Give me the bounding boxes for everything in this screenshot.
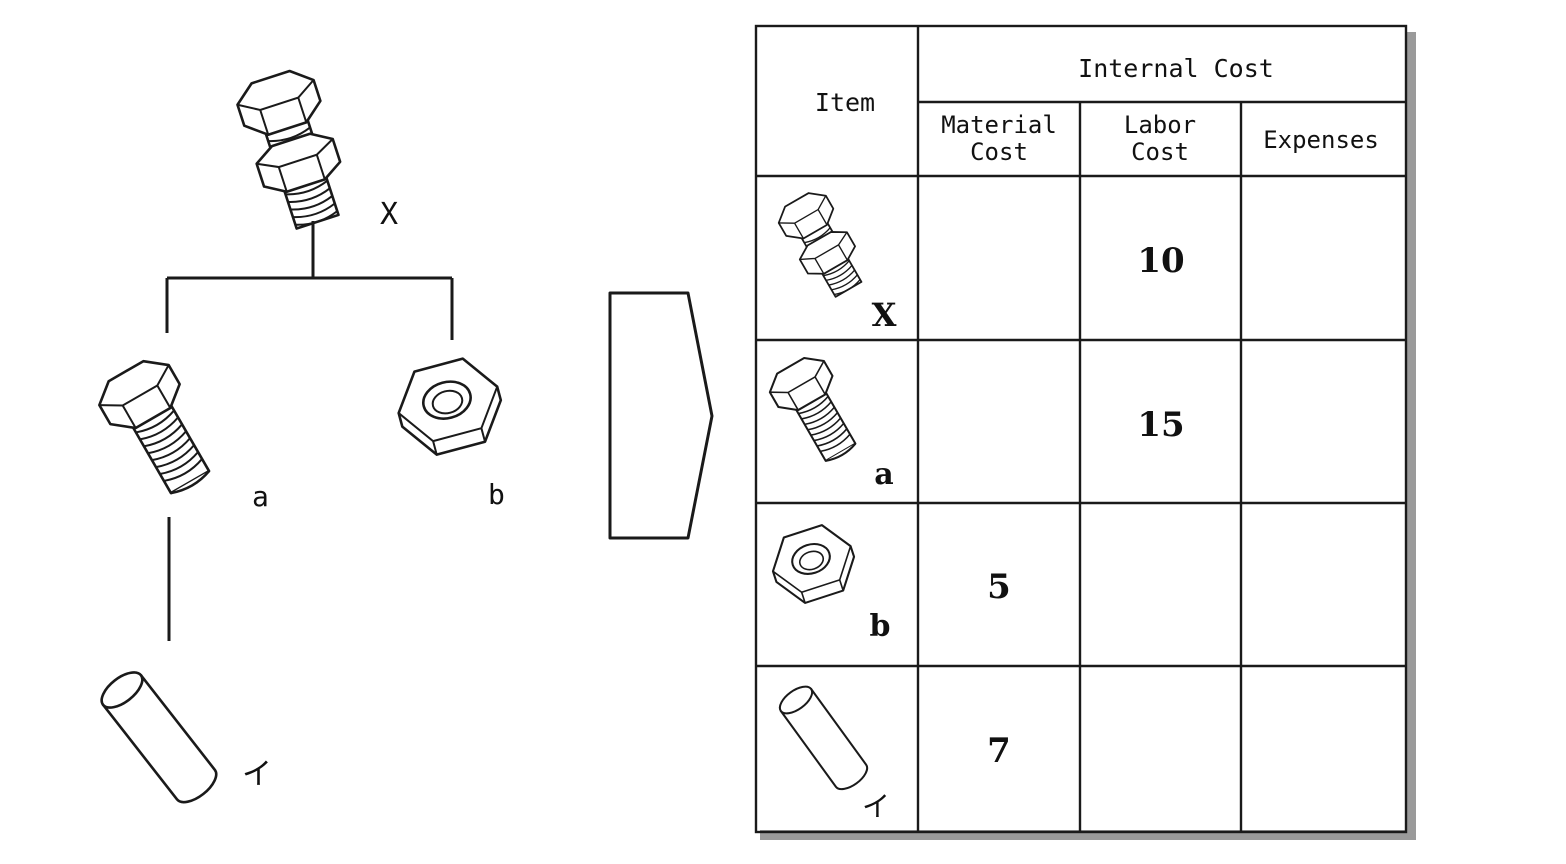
row-label: a <box>874 457 893 492</box>
row-label: b <box>870 609 891 644</box>
header-internal-cost: Internal Cost <box>1078 54 1274 83</box>
table-row: イ 7 <box>774 680 1011 823</box>
bolt-icon <box>762 349 871 472</box>
table-row: b 5 <box>763 517 1011 644</box>
table-shadow-right <box>1406 32 1416 840</box>
nut-icon <box>388 350 512 463</box>
tree-label-x: X <box>380 197 398 232</box>
tree-label-a: a <box>252 480 269 513</box>
pentagon-arrow-icon <box>608 291 714 540</box>
parts-tree: X a b イ <box>90 63 512 811</box>
tree-label-b: b <box>488 478 505 511</box>
header-labor-line2: Cost <box>1131 138 1189 166</box>
nut-icon <box>763 517 864 611</box>
table-row: a 15 <box>762 349 1185 492</box>
bolt-with-nut-icon <box>772 185 873 304</box>
tree-connector <box>165 221 454 641</box>
bolt-icon <box>90 349 228 507</box>
cylinder-rod-icon <box>774 680 873 796</box>
cell-material: 5 <box>987 567 1011 607</box>
cylinder-rod-icon <box>94 664 224 811</box>
internal-cost-table: Item Internal Cost Material Cost Labor C… <box>754 24 1416 840</box>
header-material-line1: Material <box>941 111 1057 139</box>
header-expenses: Expenses <box>1263 126 1379 154</box>
table-row: X 10 <box>772 185 1185 334</box>
table-grid <box>756 26 1406 832</box>
row-label: イ <box>862 790 890 823</box>
cell-labor: 10 <box>1137 241 1184 281</box>
tree-label-i: イ <box>242 757 272 792</box>
header-labor-line1: Labor <box>1124 111 1196 139</box>
cell-material: 7 <box>987 731 1011 771</box>
bolt-with-nut-icon <box>231 63 357 236</box>
table-shadow-bottom <box>760 830 1416 840</box>
cell-labor: 15 <box>1137 405 1184 445</box>
header-material-line2: Cost <box>970 138 1028 166</box>
row-label: X <box>872 296 897 334</box>
header-item: Item <box>815 88 875 117</box>
